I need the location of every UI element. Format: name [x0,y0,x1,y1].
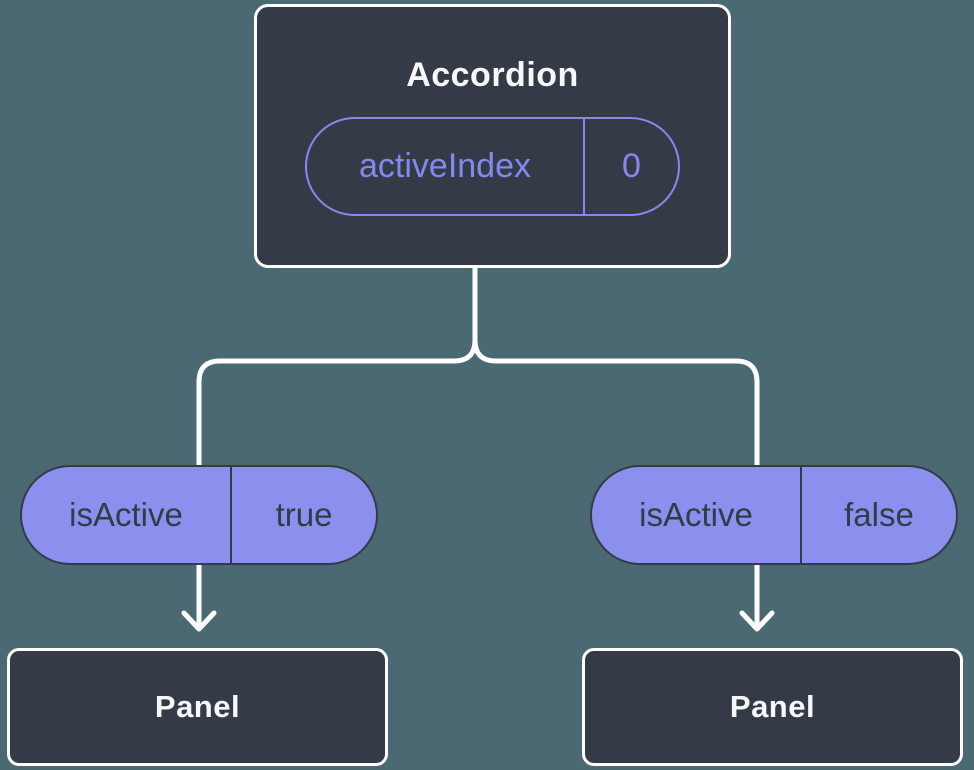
branch-left-line [196,265,478,468]
arrow-down-icon [181,610,217,632]
prop-pill-activeindex: activeIndex 0 [305,117,680,216]
arrow-down-icon [739,610,775,632]
node-title: Panel [154,689,241,724]
branch-right-line [472,265,760,468]
prop-value-label: false [844,496,914,533]
prop-pill-isactive-false: isActive false [590,465,958,565]
accordion-node: Accordion activeIndex 0 [254,4,731,268]
node-title: Panel [729,689,816,724]
node-title: Accordion [406,56,579,94]
prop-name-label: activeIndex [307,119,585,214]
prop-pill-isactive-true: isActive true [20,465,378,565]
panel-node-left: Panel [7,648,388,766]
panel-node-right: Panel [582,648,963,766]
prop-name-label: isActive [592,467,802,563]
prop-value-label: 0 [622,147,641,185]
prop-name-label: isActive [22,467,232,563]
prop-value-label: true [275,496,333,533]
